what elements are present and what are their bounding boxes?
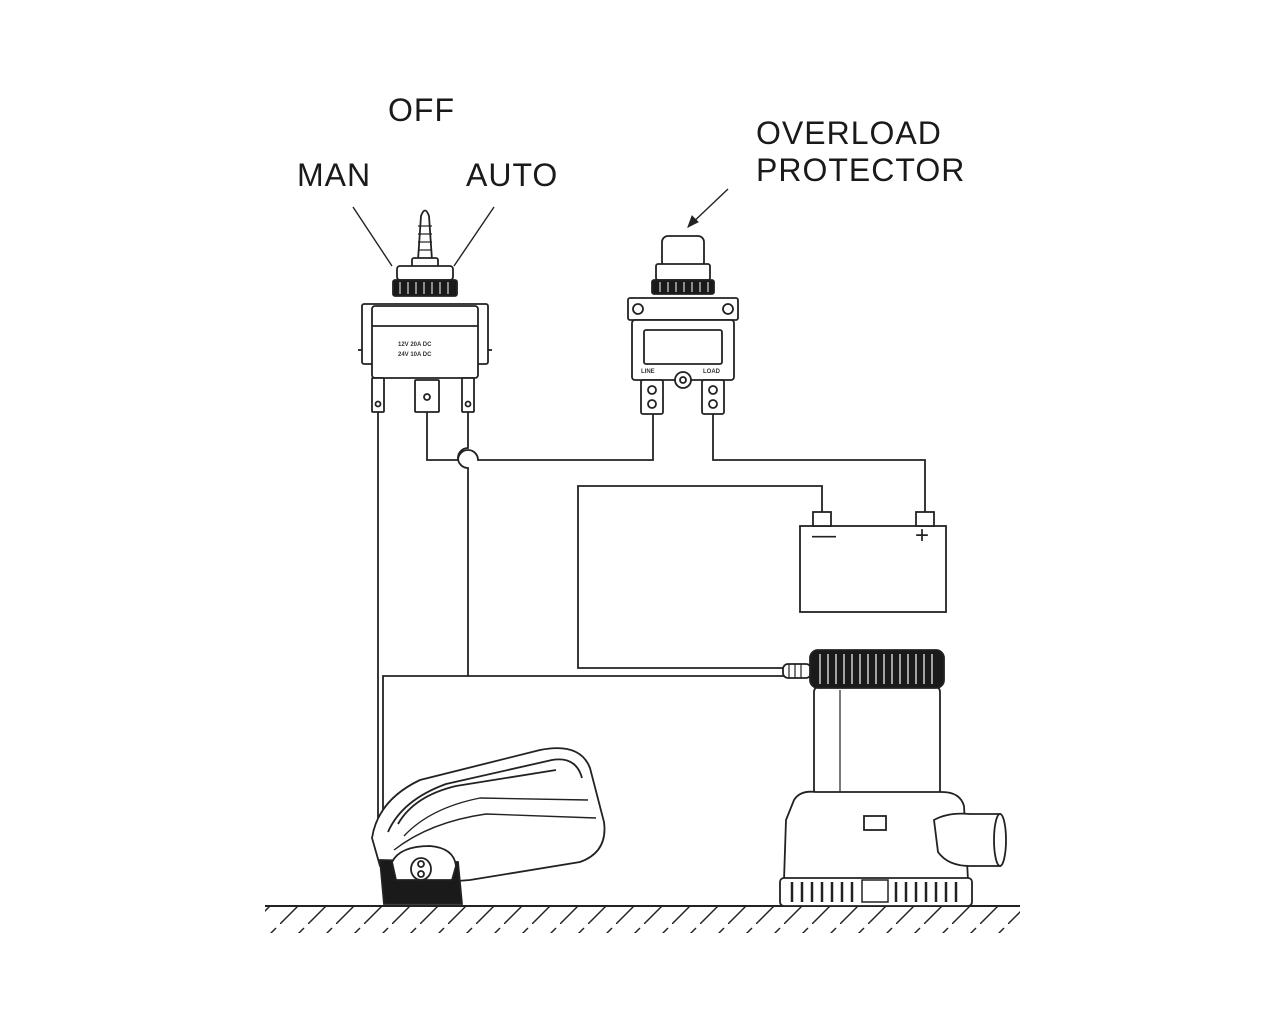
wire-load-to-battery-pos <box>712 410 926 512</box>
battery-body <box>799 525 947 613</box>
protector-label-line1: OVERLOAD <box>756 115 942 151</box>
switch-nut <box>392 279 458 297</box>
switch-rating-line2: 24V 10A DC <box>398 352 432 358</box>
pump-motor-housing <box>813 685 941 797</box>
battery-negative-symbol: — <box>812 522 836 549</box>
switch-body <box>371 305 479 379</box>
switch-off-label: OFF <box>388 92 455 128</box>
bilge-pump <box>779 649 1007 907</box>
battery <box>799 511 947 613</box>
float-switch <box>371 747 606 905</box>
switch-lever <box>417 209 433 261</box>
pump-outlet <box>933 812 1004 867</box>
protector-window <box>643 329 723 365</box>
wires <box>377 410 926 840</box>
battery-positive-symbol: + <box>915 522 930 549</box>
switch-man-label: MAN <box>297 157 372 193</box>
protector-flange <box>627 297 739 321</box>
toggle-switch <box>352 206 495 413</box>
pump-base-slot <box>863 815 887 831</box>
pump-base <box>783 790 969 881</box>
auto-pointer <box>453 206 495 267</box>
ground <box>265 905 1020 933</box>
protector-terminal-line <box>640 379 664 415</box>
wire-common-to-line <box>426 410 654 461</box>
switch-auto-label: AUTO <box>466 157 559 193</box>
battery-negative-post <box>812 511 832 527</box>
battery-positive-post <box>915 511 935 527</box>
protector-nut <box>651 279 715 295</box>
protector-terminal-line-label: LINE <box>641 369 655 375</box>
wire-float-to-pump-frame <box>382 675 800 840</box>
float-pivot <box>410 857 432 881</box>
protector-terminal-load <box>701 379 725 415</box>
protector-label-line2: PROTECTOR <box>756 152 966 188</box>
man-pointer <box>352 206 393 267</box>
protector-terminal-load-label: LOAD <box>703 369 720 375</box>
wire-battery-neg-to-pump <box>577 485 823 669</box>
switch-rating-line1: 12V 20A DC <box>398 342 432 348</box>
pump-cord-connector <box>782 663 812 679</box>
overload-protector <box>627 188 739 415</box>
